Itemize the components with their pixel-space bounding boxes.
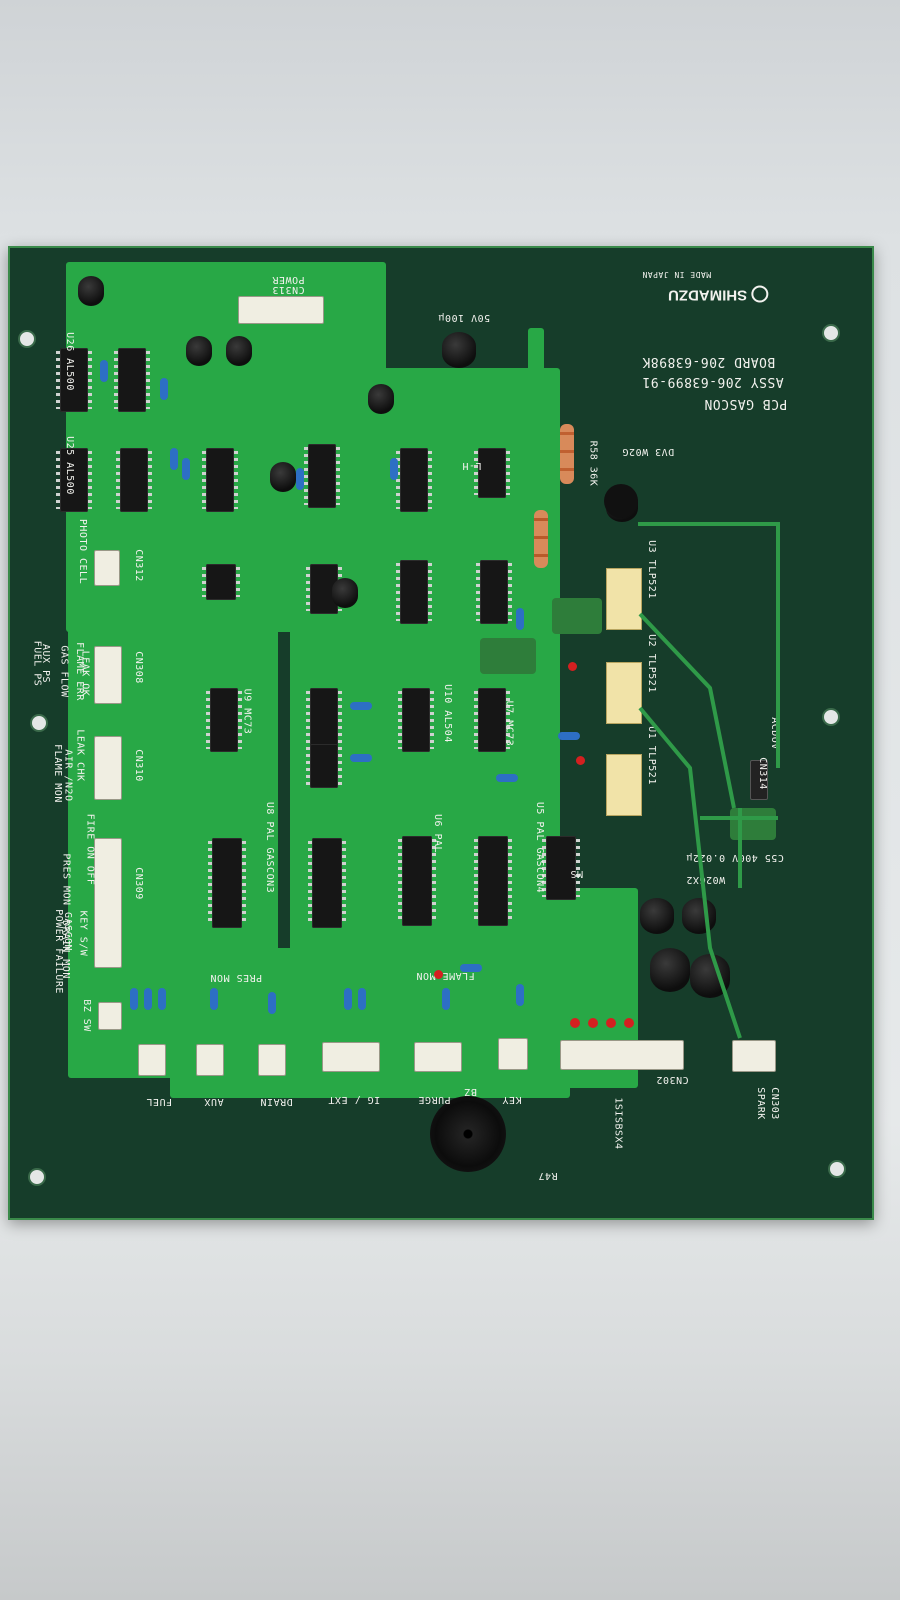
resistor [344,988,352,1010]
electrolytic-capacitor [650,948,690,992]
connector-cn313[interactable] [238,296,324,324]
buzzer-bz [430,1096,506,1172]
bridge-rectifier-dv3 [604,484,638,518]
ic-chip [206,688,242,752]
resistor [100,360,108,382]
resistor [296,468,304,490]
resistor [442,988,450,1010]
resistor [210,988,218,1010]
connector-cn314[interactable] [750,760,768,800]
connector-drain[interactable] [258,1044,286,1076]
electrolytic-capacitor [368,384,394,414]
ic-chip [306,688,342,748]
mounting-hole [822,324,840,342]
copper-pour-right-strip [528,328,544,828]
resistor [170,448,178,470]
resistor [350,754,372,762]
resistor [358,988,366,1010]
connector-purge[interactable] [414,1042,462,1072]
resistor [158,988,166,1010]
connector-cn310[interactable] [94,736,122,800]
ic-chip [56,348,92,412]
electrolytic-capacitor [332,578,358,608]
led-indicator [606,1018,616,1028]
led-indicator [576,756,585,765]
connector-spark[interactable] [732,1040,776,1072]
ic-chip [542,836,580,900]
resistor [496,774,518,782]
power-resistor-r58 [560,424,574,484]
electrolytic-capacitor [640,898,674,934]
resistor [268,992,276,1014]
ic-chip [202,564,240,600]
optocoupler-u1 [606,754,642,816]
electrolytic-capacitor [270,462,296,492]
power-resistor [534,510,548,568]
electrolytic-capacitor [226,336,252,366]
mounting-hole [822,708,840,726]
led-indicator [434,970,443,979]
ic-chip [398,836,436,926]
resistor [350,702,372,710]
resistor [182,458,190,480]
connector-cn302[interactable] [560,1040,684,1070]
mounting-hole [30,714,48,732]
ic-chip [398,688,434,752]
resistor [130,988,138,1010]
connector-cn309[interactable] [94,838,122,968]
ic-chip [474,688,510,752]
led-indicator [568,662,577,671]
electrolytic-capacitor [442,332,476,368]
mounting-hole [28,1168,46,1186]
ic-chip [114,348,150,412]
mounting-hole [828,1160,846,1178]
electrolytic-capacitor [78,276,104,306]
led-indicator [570,1018,580,1028]
copper-traces [638,522,780,1039]
pcb-board: SHIMADZU MADE IN JAPAN BOARD 206-63898K … [8,246,874,1220]
electrolytic-capacitor [682,898,716,934]
connector-fuel[interactable] [138,1044,166,1076]
resistor [516,984,524,1006]
film-capacitor [552,598,602,634]
ic-chip [306,744,342,788]
ic-chip [396,560,432,624]
mounting-hole [18,330,36,348]
resistor [144,988,152,1010]
ic-chip [56,448,92,512]
copper-pour-bottom [170,948,570,1098]
ic-chip [474,448,510,498]
connector-cn308[interactable] [94,646,122,704]
ic-chip [476,560,512,624]
ic-chip [202,448,238,512]
connector-key[interactable] [498,1038,528,1070]
film-capacitor [480,638,536,674]
resistor [558,732,580,740]
optocoupler-u3 [606,568,642,630]
led-indicator [624,1018,634,1028]
resistor [160,378,168,400]
ic-chip [304,444,340,508]
ic-chip [116,448,152,512]
ic-chip [474,836,512,926]
connector-cn311[interactable] [98,1002,122,1030]
connector-ig-ext[interactable] [322,1042,380,1072]
resistor [390,458,398,480]
resistor [516,608,524,630]
electrolytic-capacitor [186,336,212,366]
ic-chip [396,448,432,512]
film-capacitor [730,808,776,840]
connector-aux[interactable] [196,1044,224,1076]
led-indicator [588,1018,598,1028]
ic-chip [308,838,346,928]
connector-cn312[interactable] [94,550,120,586]
ic-chip [208,838,246,928]
optocoupler-u2 [606,662,642,724]
resistor [460,964,482,972]
